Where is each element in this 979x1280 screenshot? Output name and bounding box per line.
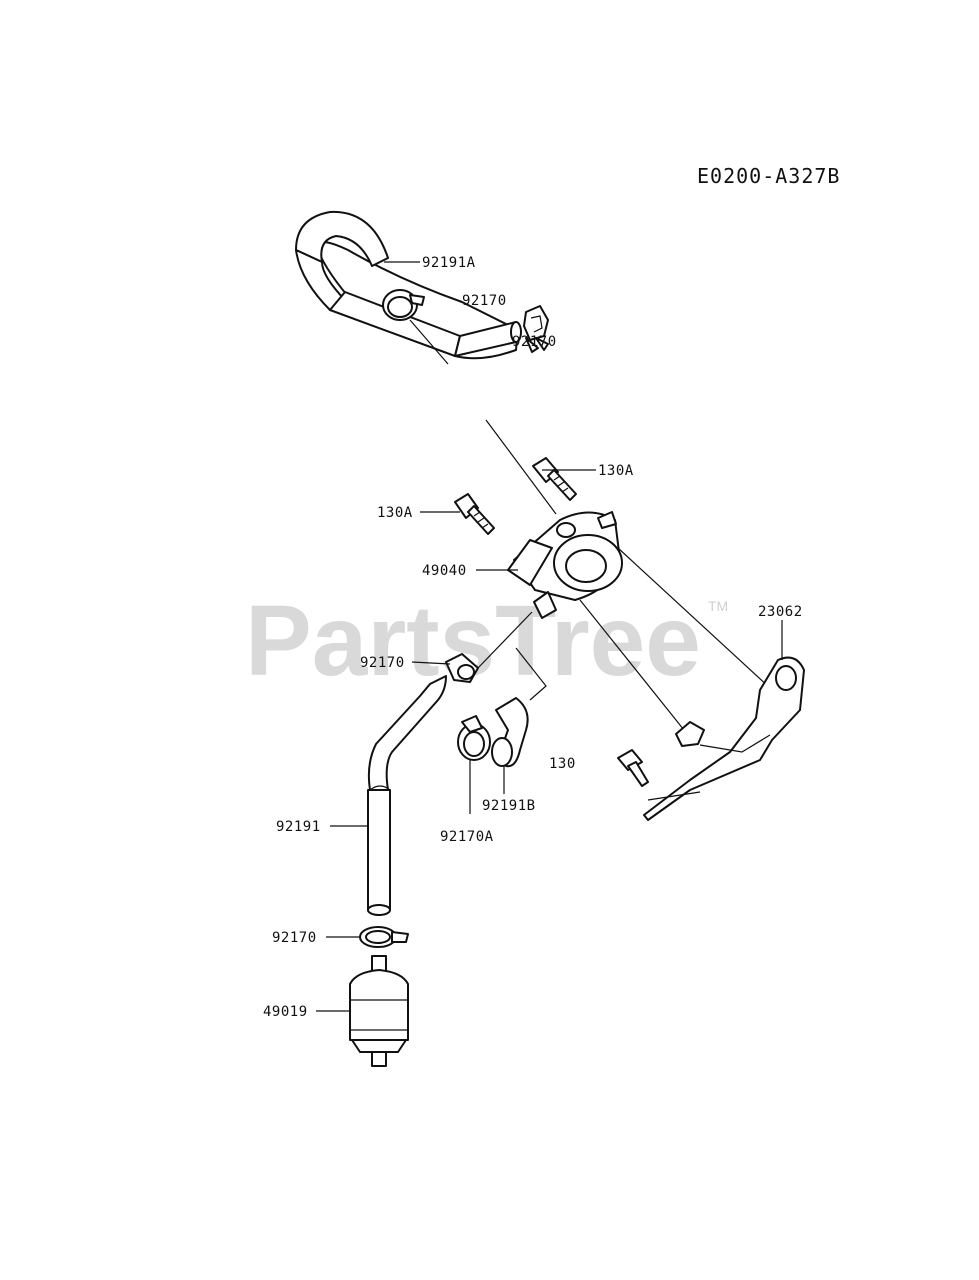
watermark-text: PartsTree [245,585,701,697]
callout-92170-mid[interactable]: 92170 [360,655,405,671]
clamp-92170-bottom[interactable] [359,926,409,948]
callout-92170-top[interactable]: 92170 [462,293,507,309]
bolt-130a-right[interactable] [532,457,577,501]
callout-92170a[interactable]: 92170A [440,829,494,845]
bolt-130a-left[interactable] [454,493,495,535]
callout-130a-right[interactable]: 130A [598,463,634,479]
callout-92170-bottom[interactable]: 92170 [272,930,317,946]
bolt-130[interactable] [617,749,649,787]
clamp-92170-mid[interactable] [445,653,479,683]
clamp-92170-top[interactable] [382,289,425,321]
clamp-92170a[interactable] [457,715,491,761]
fuel-pump-49040[interactable] [507,511,623,619]
hose-92191b[interactable] [491,697,529,768]
hose-92191[interactable] [367,675,447,916]
callout-92191[interactable]: 92191 [276,819,321,835]
hose-92191a[interactable] [295,210,522,360]
callout-23062[interactable]: 23062 [758,604,803,620]
diagram-id: E0200-A327B [697,164,840,188]
callout-49019[interactable]: 49019 [263,1004,308,1020]
callout-130[interactable]: 130 [549,756,576,772]
callout-92191b[interactable]: 92191B [482,798,536,814]
callout-92170-clip[interactable]: 92170 [512,334,557,350]
callout-49040[interactable]: 49040 [422,563,467,579]
fuel-filter-49019[interactable] [349,955,409,1067]
callout-92191a[interactable]: 92191A [422,255,476,271]
clip-92170[interactable] [523,305,549,353]
trademark-mark: TM [708,598,728,614]
callout-130a-left[interactable]: 130A [377,505,413,521]
